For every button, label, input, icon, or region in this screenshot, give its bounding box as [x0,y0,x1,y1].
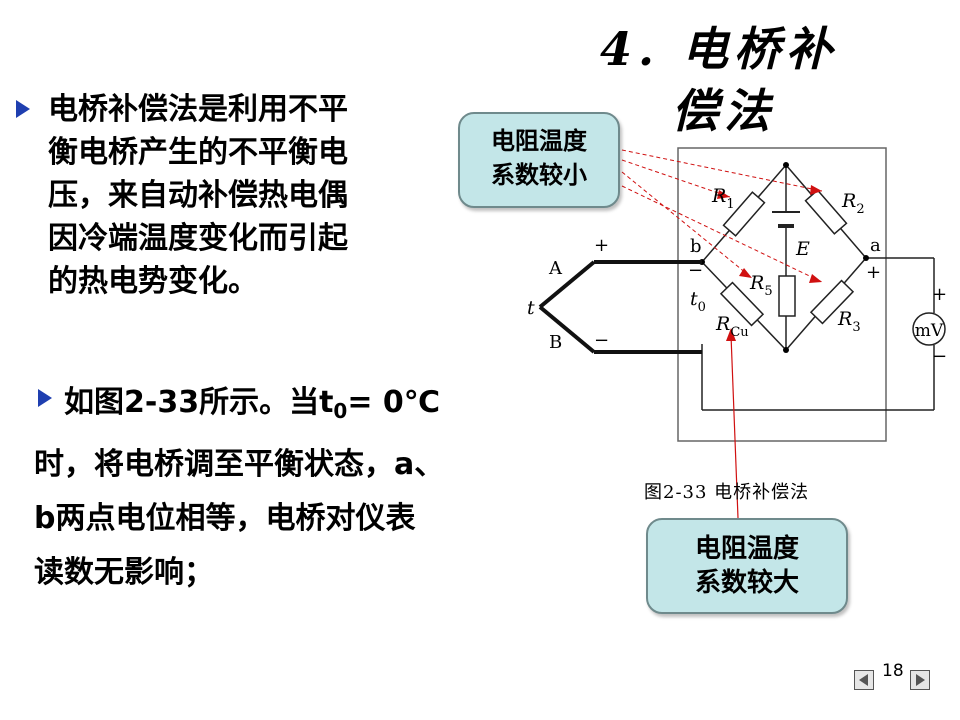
node-top-dot [783,162,789,168]
text-line: 压，来自动补偿热电偶 [48,178,348,213]
bullet-arrow-icon [38,389,52,407]
next-slide-button[interactable] [910,670,930,690]
red-pointer-lines [621,149,823,283]
title-line-1: 4. 电桥补 [600,22,839,76]
figure-caption: 图2-33 电桥补偿法 [644,482,810,503]
text-line: 因冷端温度变化而引起 [48,221,348,256]
bullet-arrow-icon [16,100,30,118]
previous-slide-button[interactable] [854,670,874,690]
resistor-r5 [778,275,796,317]
label-r3: R3 [837,308,861,335]
resistor-r2 [804,189,848,235]
callout-line: 电阻温度 [694,534,799,564]
callout-low-coefficient: 电阻温度 系数较小 [458,112,620,208]
label-r2: R2 [841,190,865,217]
subscript: 0 [333,399,348,423]
thermocouple-wires [538,260,702,354]
triangle-right-icon [916,674,925,686]
resistor-rcu [719,281,765,327]
sign-minus-node-b: − [688,260,703,281]
callout-line: 系数较小 [491,161,587,189]
page-number: 18 [882,661,904,681]
label-e: E [795,238,810,260]
sign-plus-meter: + [932,284,947,305]
label-t: t [527,297,535,319]
sign-plus-a: + [594,235,609,256]
sign-plus-node-a: + [866,262,881,283]
callout-high-coefficient: 电阻温度 系数较大 [646,518,848,614]
label-wire-b: B [549,332,562,353]
text-line: 衡电桥产生的不平衡电 [48,135,348,170]
label-r5: R5 [749,272,773,299]
sign-minus-meter: − [932,346,947,367]
node-bottom-dot [783,347,789,353]
resistor-r1 [722,191,766,237]
text-run: 如图2-33所示。当t [64,385,334,420]
red-arrowhead-rcu [726,328,736,341]
sign-minus-b: − [594,330,609,351]
text-run: = 0℃ [347,385,441,420]
label-node-a: a [870,235,881,256]
red-pointer-rcu [730,334,739,519]
text-line: 如图2-33所示。当t0= 0℃ [34,376,534,438]
label-node-b: b [690,236,702,257]
text-line: 电桥补偿法是利用不平 [48,92,348,127]
bullet-paragraph-2: 如图2-33所示。当t0= 0℃ 时，将电桥调至平衡状态，a、 b两点电位相等，… [34,376,534,600]
label-r1: R1 [711,185,735,212]
node-a-dot [863,255,869,261]
text-line: b两点电位相等，电桥对仪表 [34,501,416,536]
resistor-r3 [809,279,855,325]
bullet-paragraph-1: 电桥补偿法是利用不平 衡电桥产生的不平衡电 压，来自动补偿热电偶 因冷端温度变化… [14,88,434,303]
millivolt-meter [912,312,946,346]
triangle-left-icon [859,674,868,686]
callout-line: 电阻温度 [491,127,587,155]
label-wire-a: A [548,258,563,279]
label-rcu: RCu [715,313,749,340]
callout-line: 系数较大 [694,568,799,598]
figure-frame [677,147,887,442]
label-t0: t0 [690,288,706,315]
text-line: 的热电势变化。 [48,264,258,299]
slide-title: 4. 电桥补 偿法 [600,18,870,142]
text-line: 时，将电桥调至平衡状态，a、 [34,447,445,482]
red-arrowheads [717,185,822,283]
meter-label: mV [915,321,944,341]
title-line-2: 偿法 [672,84,776,138]
text-line: 读数无影响； [34,555,214,590]
